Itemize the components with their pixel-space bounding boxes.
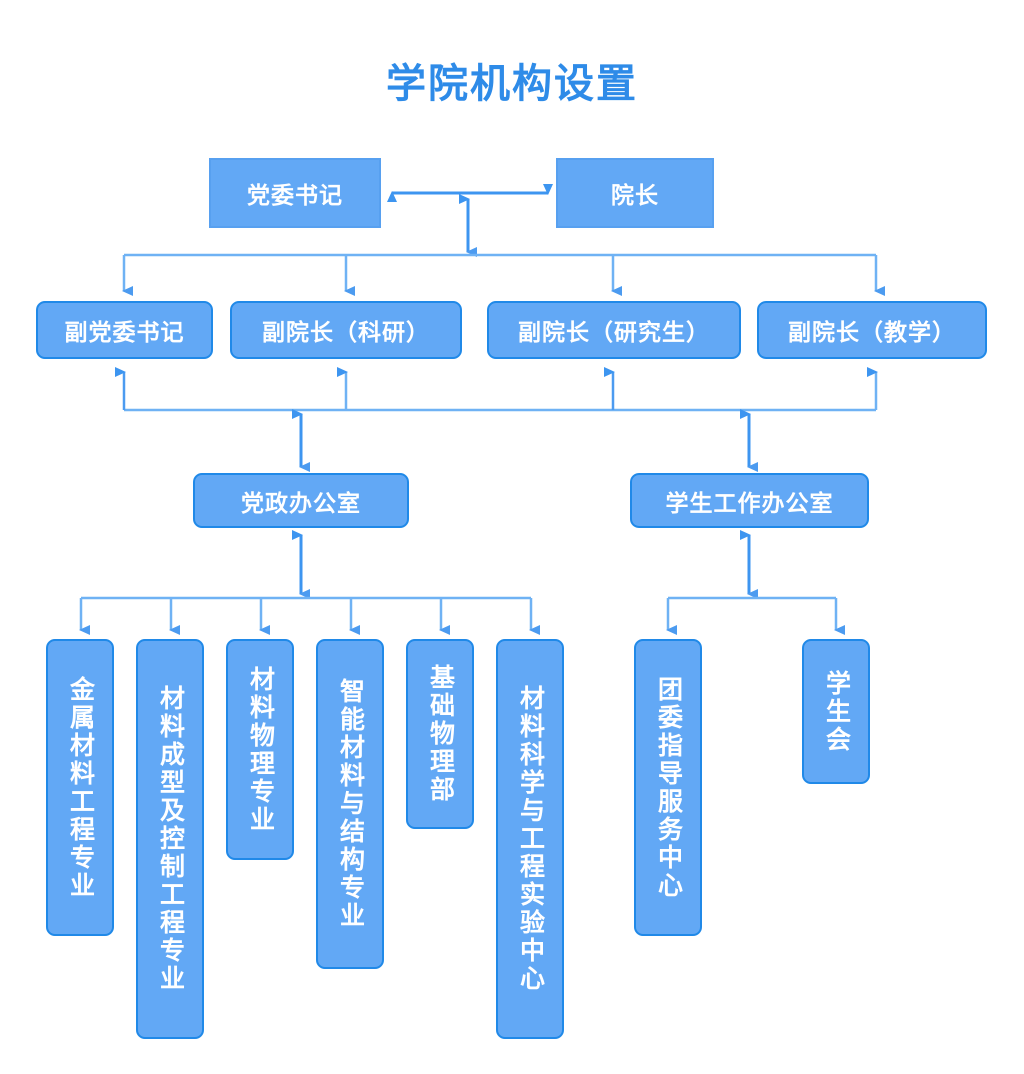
node-metal-materials-program[interactable]: 金属材料工程专业 <box>46 639 114 936</box>
node-basic-physics-department[interactable]: 基础物理部 <box>406 639 474 829</box>
node-vice-dean-teaching[interactable]: 副院长（教学） <box>757 301 987 359</box>
node-student-union[interactable]: 学生会 <box>802 639 870 784</box>
node-smart-materials-program[interactable]: 智能材料与结构专业 <box>316 639 384 969</box>
node-vice-dean-research[interactable]: 副院长（科研） <box>230 301 462 359</box>
node-student-affairs-office[interactable]: 学生工作办公室 <box>630 473 869 528</box>
node-dean[interactable]: 院长 <box>556 158 714 228</box>
node-lab-center[interactable]: 材料科学与工程实验中心 <box>496 639 564 1039</box>
node-materials-physics-program[interactable]: 材料物理专业 <box>226 639 294 860</box>
page-title: 学院机构设置 <box>386 62 638 106</box>
node-deputy-party-secretary[interactable]: 副党委书记 <box>36 301 213 359</box>
node-youth-league-center[interactable]: 团委指导服务中心 <box>634 639 702 936</box>
node-admin-office[interactable]: 党政办公室 <box>193 473 409 528</box>
node-vice-dean-graduate[interactable]: 副院长（研究生） <box>487 301 741 359</box>
node-forming-control-program[interactable]: 材料成型及控制工程专业 <box>136 639 204 1039</box>
node-party-secretary[interactable]: 党委书记 <box>209 158 381 228</box>
